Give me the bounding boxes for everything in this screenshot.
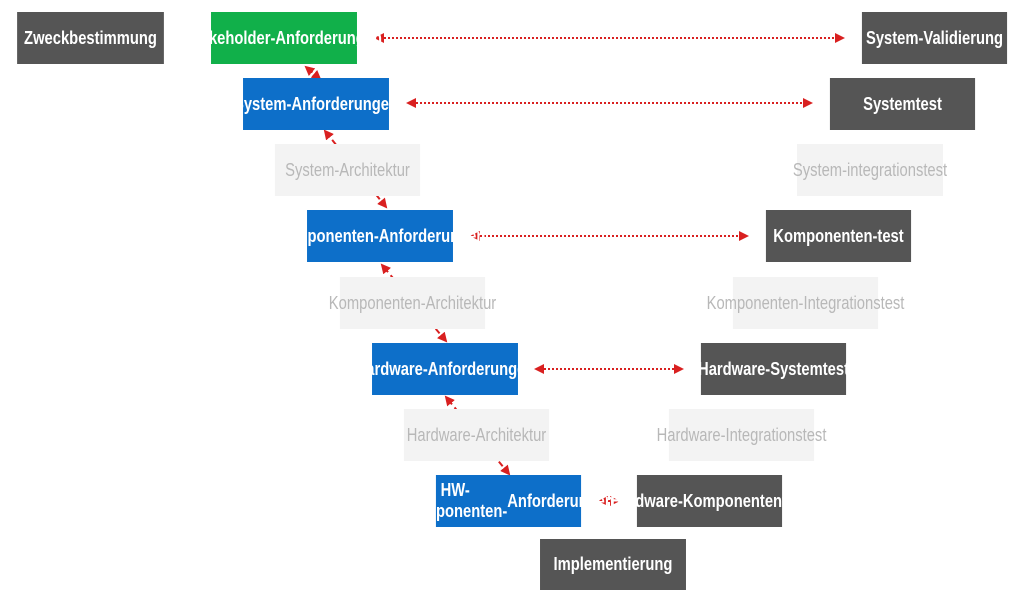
system-integrationstest-line2: integrationstest — [847, 159, 948, 180]
system-architektur-line2: Architektur — [339, 159, 410, 180]
hw-komponenten-anforderungen-box: HW-Komponenten- Anforderungen — [403, 475, 614, 527]
hw-komponenten-anforderungen-line2: Anforderungen — [507, 490, 614, 511]
komponenten-anforderungen-line1: Komponenten- — [274, 225, 379, 246]
komponenten-anforderungen-box: Komponenten- Anforderungen — [275, 210, 485, 262]
komponenten-architektur-line1: Komponenten- — [328, 292, 426, 313]
link-komponenten-system — [323, 129, 388, 209]
hardware-architektur-line1: Hardware- — [406, 424, 476, 445]
system-validierung-line2: Validierung — [923, 27, 1003, 48]
system-anforderungen-line2: Anforderungen — [291, 93, 399, 114]
hardware-integrationstest-line1: Hardware- — [656, 424, 726, 445]
stakeholder-line1: Stakeholder- — [185, 27, 276, 48]
systemtest-box: Systemtest — [829, 78, 976, 130]
hardware-systemtest-line1: Hardware- — [698, 358, 771, 379]
zweckbestimmung-box: Zweckbestimmung — [17, 12, 164, 64]
stakeholder-line2: Anforderungen — [275, 27, 383, 48]
komponenten-anforderungen-line2: Anforderungen — [378, 225, 486, 246]
komponenten-integrationstest-box: Komponenten- Integrationstest — [707, 277, 904, 329]
komponenten-integrationstest-line2: Integrationstest — [803, 292, 905, 313]
system-anforderungen-box: System- Anforderungen — [234, 78, 398, 130]
link-system-stakeholder — [304, 65, 322, 81]
komponenten-architektur-line2: Architektur — [425, 292, 497, 313]
stakeholder-anforderungen-box: Stakeholder- Anforderungen — [186, 12, 382, 64]
hardware-anforderungen-box: Hardware- Anforderungen — [356, 343, 534, 395]
hardware-integrationstest-line2: Integrationstest — [725, 424, 827, 445]
hardware-integrationstest-box: Hardware- Integrationstest — [657, 409, 826, 461]
zweckbestimmung-label: Zweckbestimmung — [24, 27, 157, 48]
hardware-systemtest-box: Hardware- Systemtest — [698, 343, 849, 395]
komponenten-architektur-box: Komponenten- Architektur — [329, 277, 496, 329]
komponenten-integrationstest-line1: Komponenten- — [706, 292, 804, 313]
hardware-komponententest-line2: Komponententest — [682, 490, 809, 511]
implementierung-label: Implementierung — [553, 554, 673, 574]
komponententest-line1: Komponenten- — [773, 225, 878, 246]
hardware-anforderungen-line2: Anforderungen — [427, 358, 535, 379]
hw-komponenten-anforderungen-line1: HW-Komponenten- — [403, 480, 508, 521]
system-integrationstest-line1: System- — [792, 159, 848, 180]
system-validierung-line1: System- — [866, 27, 924, 48]
hardware-anforderungen-line1: Hardware- — [355, 358, 428, 379]
system-integrationstest-box: System- integrationstest — [793, 144, 947, 196]
system-architektur-line1: System- — [285, 159, 340, 180]
komponententest-line2: test — [877, 225, 904, 246]
implementierung-box: Implementierung — [540, 539, 686, 590]
systemtest-label: Systemtest — [863, 93, 942, 114]
system-architektur-box: System- Architektur — [274, 144, 421, 196]
hardware-architektur-box: Hardware- Architektur — [403, 409, 550, 461]
hardware-komponententest-line1: Hardware- — [610, 490, 683, 511]
system-validierung-box: System- Validierung — [861, 12, 1008, 64]
system-anforderungen-line1: System- — [233, 93, 292, 114]
komponententest-box: Komponenten- test — [765, 210, 912, 262]
hardware-systemtest-line2: Systemtest — [770, 358, 849, 379]
hardware-komponententest-box: Hardware- Komponententest — [611, 475, 808, 527]
hardware-architektur-line2: Architektur — [475, 424, 547, 445]
